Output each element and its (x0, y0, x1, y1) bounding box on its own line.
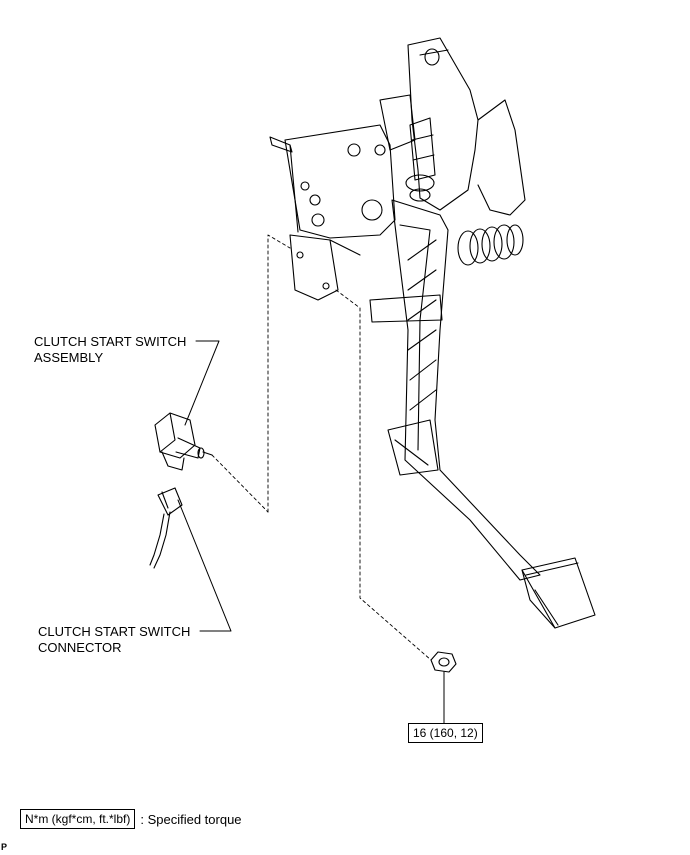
switch-assembly-label-line2: ASSEMBLY (34, 350, 104, 365)
switch-connector-label-line1: CLUTCH START SWITCH (38, 624, 191, 639)
leader-lines (177, 340, 445, 724)
assembly-guide-lines (211, 234, 432, 661)
switch-assembly-label-line1: CLUTCH START SWITCH (34, 334, 187, 349)
clutch-pedal-arm (369, 199, 541, 581)
pedal-pad (521, 557, 596, 629)
torque-legend: N*m (kgf*cm, ft.*lbf) : Specified torque (20, 809, 242, 829)
switch-connector-label: CLUTCH START SWITCH CONNECTOR (38, 624, 190, 656)
mounted-switch (405, 117, 436, 202)
switch-assembly-label: CLUTCH START SWITCH ASSEMBLY (34, 334, 186, 366)
legend-description: : Specified torque (140, 811, 242, 827)
corner-mark: P (1, 842, 8, 852)
pedal-support-bracket (269, 37, 526, 301)
pivot-nut (430, 651, 457, 673)
switch-connector-label-line2: CONNECTOR (38, 640, 122, 655)
clutch-start-switch (154, 412, 213, 471)
spring-coils (457, 224, 524, 266)
switch-connector (149, 487, 183, 569)
nut-torque-value: 16 (160, 12) (408, 723, 483, 743)
legend-unit-box: N*m (kgf*cm, ft.*lbf) (20, 809, 136, 829)
